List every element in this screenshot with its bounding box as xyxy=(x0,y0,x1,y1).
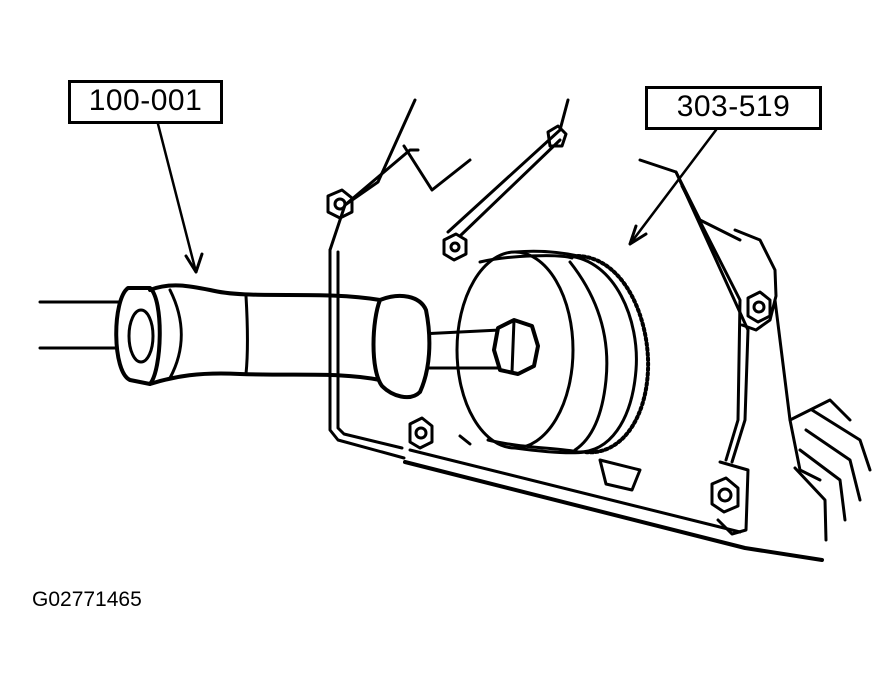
arrow-seal-remover xyxy=(628,128,718,246)
tool-shaft xyxy=(418,318,540,376)
callout-seal-remover: 303-519 xyxy=(645,86,822,130)
housing-bolts xyxy=(326,124,772,514)
figure-id-code: G02771465 xyxy=(32,588,142,611)
arrow-slide-hammer xyxy=(156,122,198,274)
leader-arrows xyxy=(156,122,718,274)
seal-remover-tool xyxy=(455,249,651,455)
slide-hammer-tool xyxy=(38,283,432,400)
engine-housing xyxy=(328,98,872,562)
callout-slide-hammer: 100-001 xyxy=(68,80,223,124)
